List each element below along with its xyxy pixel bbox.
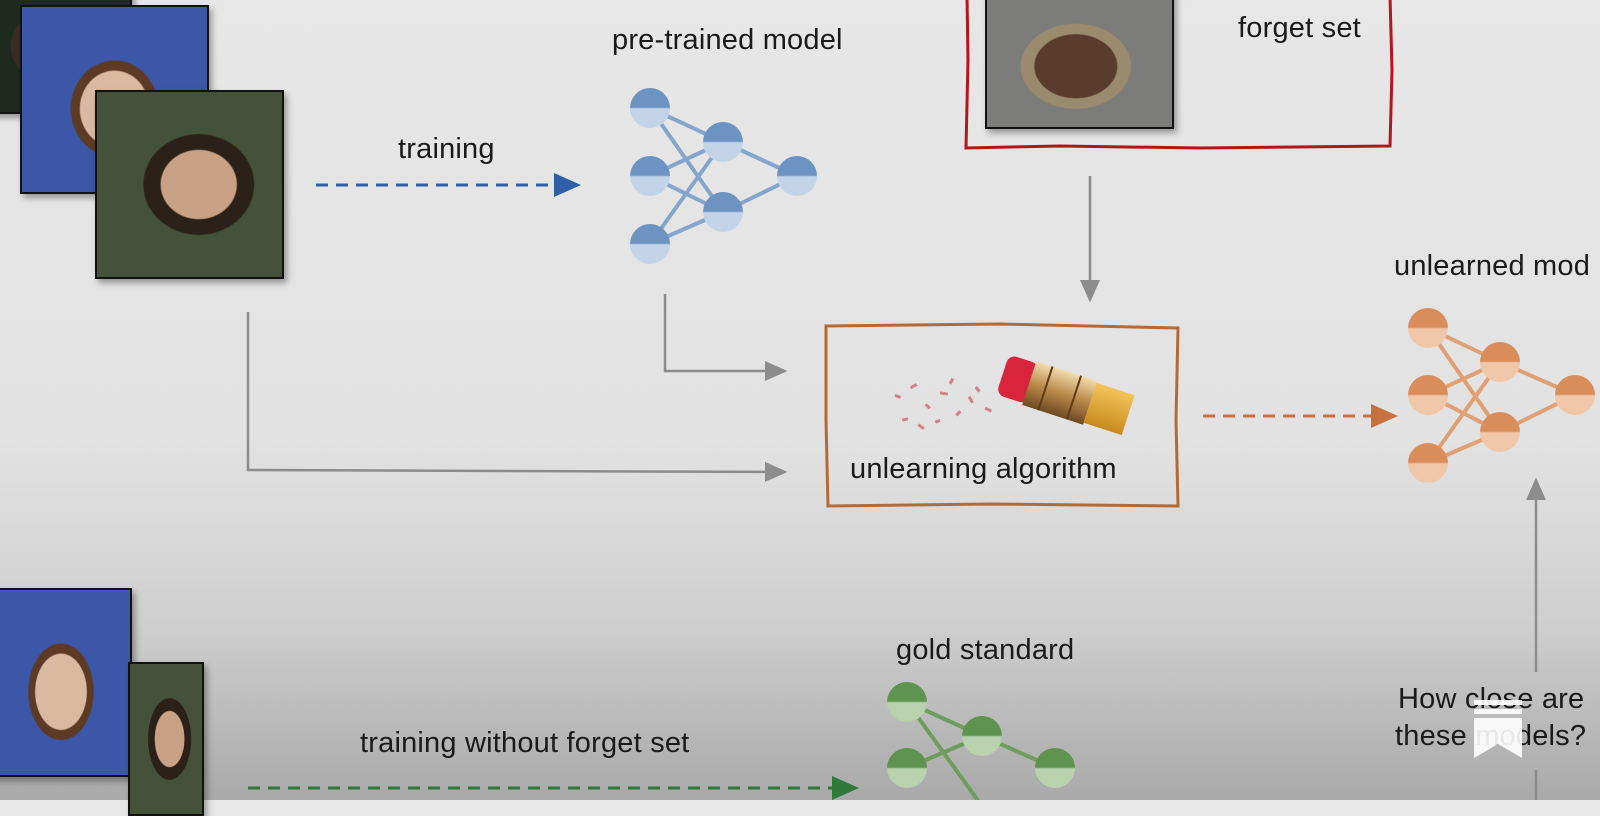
forget-set-box — [964, 0, 1394, 150]
unlearning-algorithm-box — [824, 322, 1180, 508]
bookmark-icon[interactable] — [1472, 700, 1524, 760]
gold-standard-nodes — [887, 682, 1075, 788]
pretrained-to-algorithm-arrow — [663, 294, 788, 381]
pretrained-model-nodes — [630, 88, 817, 264]
forget-set-label: forget set — [1238, 12, 1361, 44]
unlearned-model-label: unlearned mod — [1394, 250, 1591, 282]
unlearning-algorithm-label: unlearning algorithm — [850, 453, 1117, 485]
gold-standard-label: gold standard — [896, 634, 1075, 666]
retain-photo-1 — [0, 588, 132, 777]
training-without-forget-set-label: training without forget set — [360, 727, 690, 759]
training-photo-3 — [95, 90, 284, 279]
pretrained-model-label: pre-trained model — [612, 24, 843, 56]
unlearned-model-nodes — [1408, 308, 1595, 483]
data-to-algorithm-arrow — [246, 312, 788, 482]
forget-set-photo — [985, 0, 1174, 129]
training-label: training — [398, 133, 495, 165]
eraser-icon — [894, 356, 1135, 436]
